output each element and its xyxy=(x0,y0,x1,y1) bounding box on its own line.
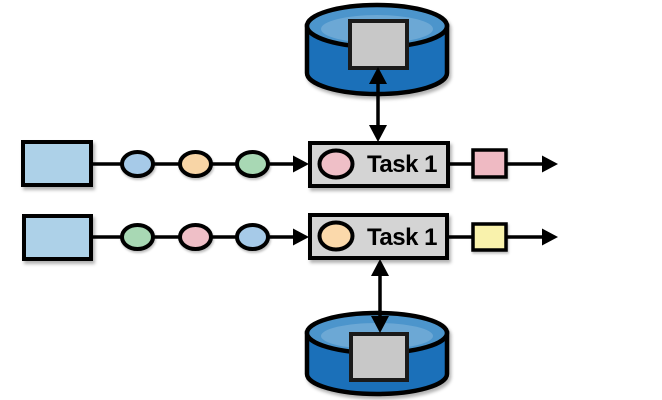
arrowhead-right-icon xyxy=(542,228,558,246)
output-square xyxy=(471,222,508,252)
event-circle xyxy=(235,223,270,251)
event-circle xyxy=(235,150,270,178)
arrowhead-down-icon xyxy=(371,316,389,333)
event-circle xyxy=(120,150,155,178)
pipeline-row-1: Task 1 xyxy=(21,140,558,188)
state-link-arrow-top xyxy=(369,67,387,142)
task-state-circle xyxy=(317,220,355,252)
source-square xyxy=(22,214,93,261)
task-label: Task 1 xyxy=(367,224,437,251)
output-square xyxy=(471,148,508,179)
pipeline-row-2: Task 1 xyxy=(22,213,558,261)
state-store-top xyxy=(304,2,450,97)
arrowhead-right-icon xyxy=(293,155,309,173)
state-record-square-top xyxy=(348,19,409,70)
arrowhead-right-icon xyxy=(542,155,558,173)
task-label: Task 1 xyxy=(367,151,437,178)
state-store-bottom xyxy=(304,310,450,397)
source-square xyxy=(21,140,93,187)
arrowhead-up-icon xyxy=(371,259,389,276)
event-circle xyxy=(178,150,213,178)
state-record-square-bottom xyxy=(349,332,409,382)
arrowhead-down-icon xyxy=(369,125,387,142)
event-circle xyxy=(120,223,155,251)
task-state-circle xyxy=(317,148,355,180)
arrowhead-right-icon xyxy=(293,228,309,246)
state-link-arrow-bottom xyxy=(371,259,389,333)
arrowhead-up-icon xyxy=(369,67,387,84)
event-circle xyxy=(178,223,213,251)
